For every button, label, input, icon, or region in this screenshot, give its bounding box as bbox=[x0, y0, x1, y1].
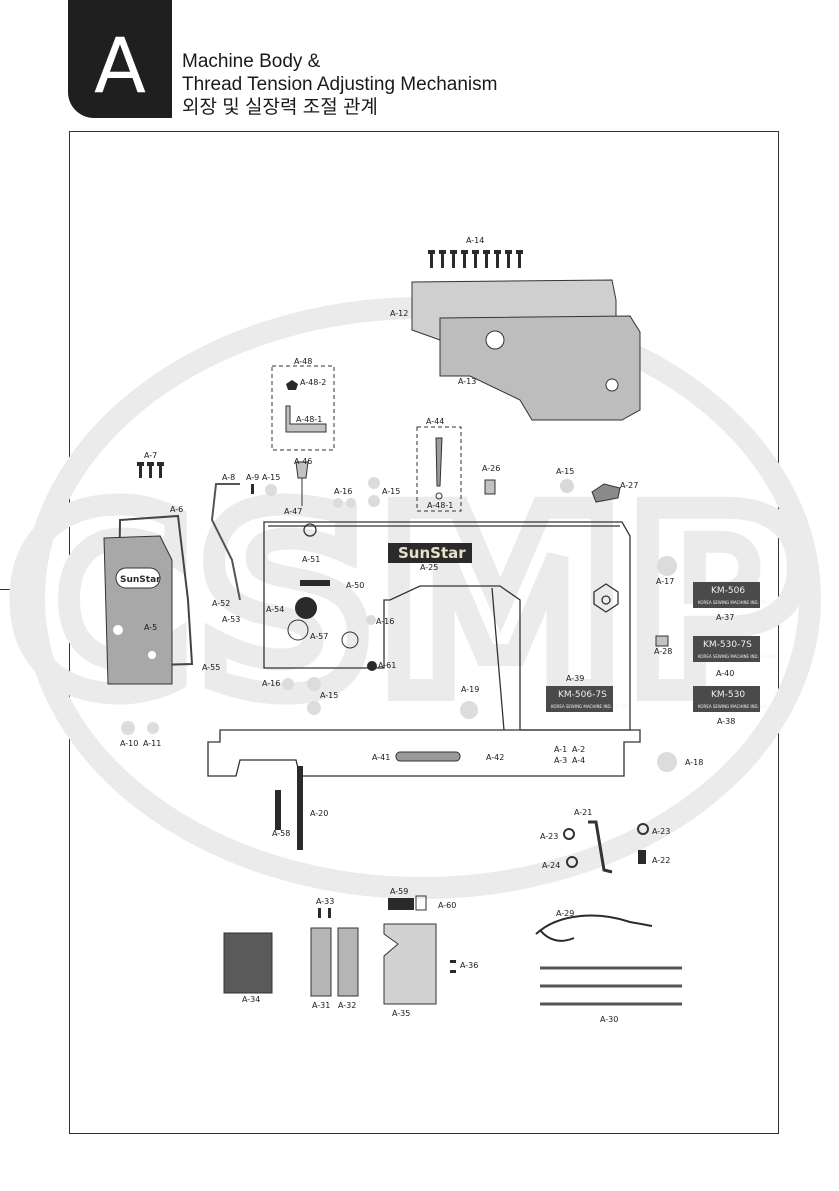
screws-a14 bbox=[428, 250, 523, 268]
part-label: A-28 bbox=[654, 647, 672, 656]
part-label: A-10 bbox=[120, 739, 138, 748]
part-label: A-18 bbox=[685, 758, 703, 767]
part-label: A-4 bbox=[572, 756, 585, 765]
svg-text:KOREA SEWING MACHINE IND. CO.,: KOREA SEWING MACHINE IND. CO.,LTD. bbox=[698, 654, 777, 659]
machine-arm bbox=[207, 521, 641, 777]
svg-text:KOREA SEWING MACHINE IND. CO.,: KOREA SEWING MACHINE IND. CO.,LTD. bbox=[551, 704, 630, 709]
section-letter: A bbox=[94, 21, 146, 110]
part-label: A-48-1 bbox=[427, 501, 453, 510]
part-label: A-24 bbox=[542, 861, 560, 870]
part-label: A-32 bbox=[338, 1001, 356, 1010]
part-label: A-21 bbox=[574, 808, 592, 817]
nameplate-km530-7s: KM-530-7S KOREA SEWING MACHINE IND. CO.,… bbox=[693, 636, 777, 662]
part-label: A-5 bbox=[144, 623, 157, 632]
part-label: A-41 bbox=[372, 753, 390, 762]
part-label: A-27 bbox=[620, 481, 638, 490]
part-label: A-14 bbox=[466, 236, 484, 245]
title-line-3: 외장 및 실장력 조절 관계 bbox=[182, 97, 378, 118]
diagram-frame bbox=[69, 131, 779, 1134]
part-label: A-59 bbox=[390, 887, 408, 896]
part-label: A-39 bbox=[566, 674, 584, 683]
svg-text:KOREA SEWING MACHINE IND. CO.,: KOREA SEWING MACHINE IND. CO.,LTD. bbox=[698, 600, 777, 605]
part-label: A-15 bbox=[320, 691, 338, 700]
part-label: A-29 bbox=[556, 909, 574, 918]
part-label: A-19 bbox=[461, 685, 479, 694]
part-label: A-48 bbox=[294, 357, 312, 366]
part-label: A-11 bbox=[143, 739, 161, 748]
part-label: A-1 bbox=[554, 745, 567, 754]
part-label: A-31 bbox=[312, 1001, 330, 1010]
part-label: A-38 bbox=[717, 717, 735, 726]
nameplate-km506: KM-506 KOREA SEWING MACHINE IND. CO.,LTD… bbox=[693, 582, 777, 608]
part-label: A-51 bbox=[302, 555, 320, 564]
part-label: A-48-1 bbox=[296, 415, 322, 424]
part-label: A-23 bbox=[540, 832, 558, 841]
svg-text:KM-530-7S: KM-530-7S bbox=[703, 640, 752, 650]
part-label: A-53 bbox=[222, 615, 240, 624]
part-label: A-61 bbox=[378, 661, 396, 670]
part-label: A-55 bbox=[202, 663, 220, 672]
svg-text:KM-506: KM-506 bbox=[711, 586, 745, 596]
part-label: A-33 bbox=[316, 897, 334, 906]
part-label: A-35 bbox=[392, 1009, 410, 1018]
part-label: A-60 bbox=[438, 901, 456, 910]
part-label: A-2 bbox=[572, 745, 585, 754]
part-label: A-46 bbox=[294, 457, 312, 466]
part-label: A-15 bbox=[556, 467, 574, 476]
arm-brand: SunStar bbox=[398, 544, 466, 562]
part-label: A-26 bbox=[482, 464, 500, 473]
cover-brand: SunStar bbox=[120, 575, 161, 585]
part-label: A-9 bbox=[246, 473, 259, 482]
part-label: A-52 bbox=[212, 599, 230, 608]
part-label: A-30 bbox=[600, 1015, 618, 1024]
part-label: A-13 bbox=[458, 377, 476, 386]
part-label: A-15 bbox=[262, 473, 280, 482]
part-label: A-8 bbox=[222, 473, 235, 482]
part-label: A-17 bbox=[656, 577, 674, 586]
nameplate-km506-7s: KM-506-7S KOREA SEWING MACHINE IND. CO.,… bbox=[546, 686, 630, 712]
part-label: A-6 bbox=[170, 505, 183, 514]
title-line-2: Thread Tension Adjusting Mechanism bbox=[182, 74, 498, 95]
part-label: A-7 bbox=[144, 451, 157, 460]
page-tab-line bbox=[0, 589, 20, 590]
part-label: A-3 bbox=[554, 756, 567, 765]
top-cover-a12 bbox=[411, 279, 641, 421]
nameplate-km530: KM-530 KOREA SEWING MACHINE IND. CO.,LTD… bbox=[693, 686, 777, 712]
svg-text:KM-506-7S: KM-506-7S bbox=[558, 690, 607, 700]
part-label: A-12 bbox=[390, 309, 408, 318]
part-label: A-57 bbox=[310, 632, 328, 641]
part-label: A-54 bbox=[266, 605, 284, 614]
part-label: A-16 bbox=[376, 617, 394, 626]
part-label: A-20 bbox=[310, 809, 328, 818]
svg-text:KOREA SEWING MACHINE IND. CO.,: KOREA SEWING MACHINE IND. CO.,LTD. bbox=[698, 704, 777, 709]
part-label: A-40 bbox=[716, 669, 734, 678]
part-label: A-16 bbox=[262, 679, 280, 688]
svg-text:KM-530: KM-530 bbox=[711, 690, 745, 700]
part-label: A-37 bbox=[716, 613, 734, 622]
part-label: A-23 bbox=[652, 827, 670, 836]
part-label: A-42 bbox=[486, 753, 504, 762]
part-label: A-58 bbox=[272, 829, 290, 838]
part-label: A-15 bbox=[382, 487, 400, 496]
title-line-1: Machine Body & bbox=[182, 51, 321, 72]
part-label: A-36 bbox=[460, 961, 478, 970]
part-label: A-25 bbox=[420, 563, 438, 572]
part-label: A-22 bbox=[652, 856, 670, 865]
part-label: A-16 bbox=[334, 487, 352, 496]
part-label: A-44 bbox=[426, 417, 444, 426]
part-label: A-47 bbox=[284, 507, 302, 516]
section-tab: A bbox=[68, 0, 172, 118]
part-label: A-48-2 bbox=[300, 378, 326, 387]
part-label: A-34 bbox=[242, 995, 260, 1004]
part-label: A-50 bbox=[346, 581, 364, 590]
